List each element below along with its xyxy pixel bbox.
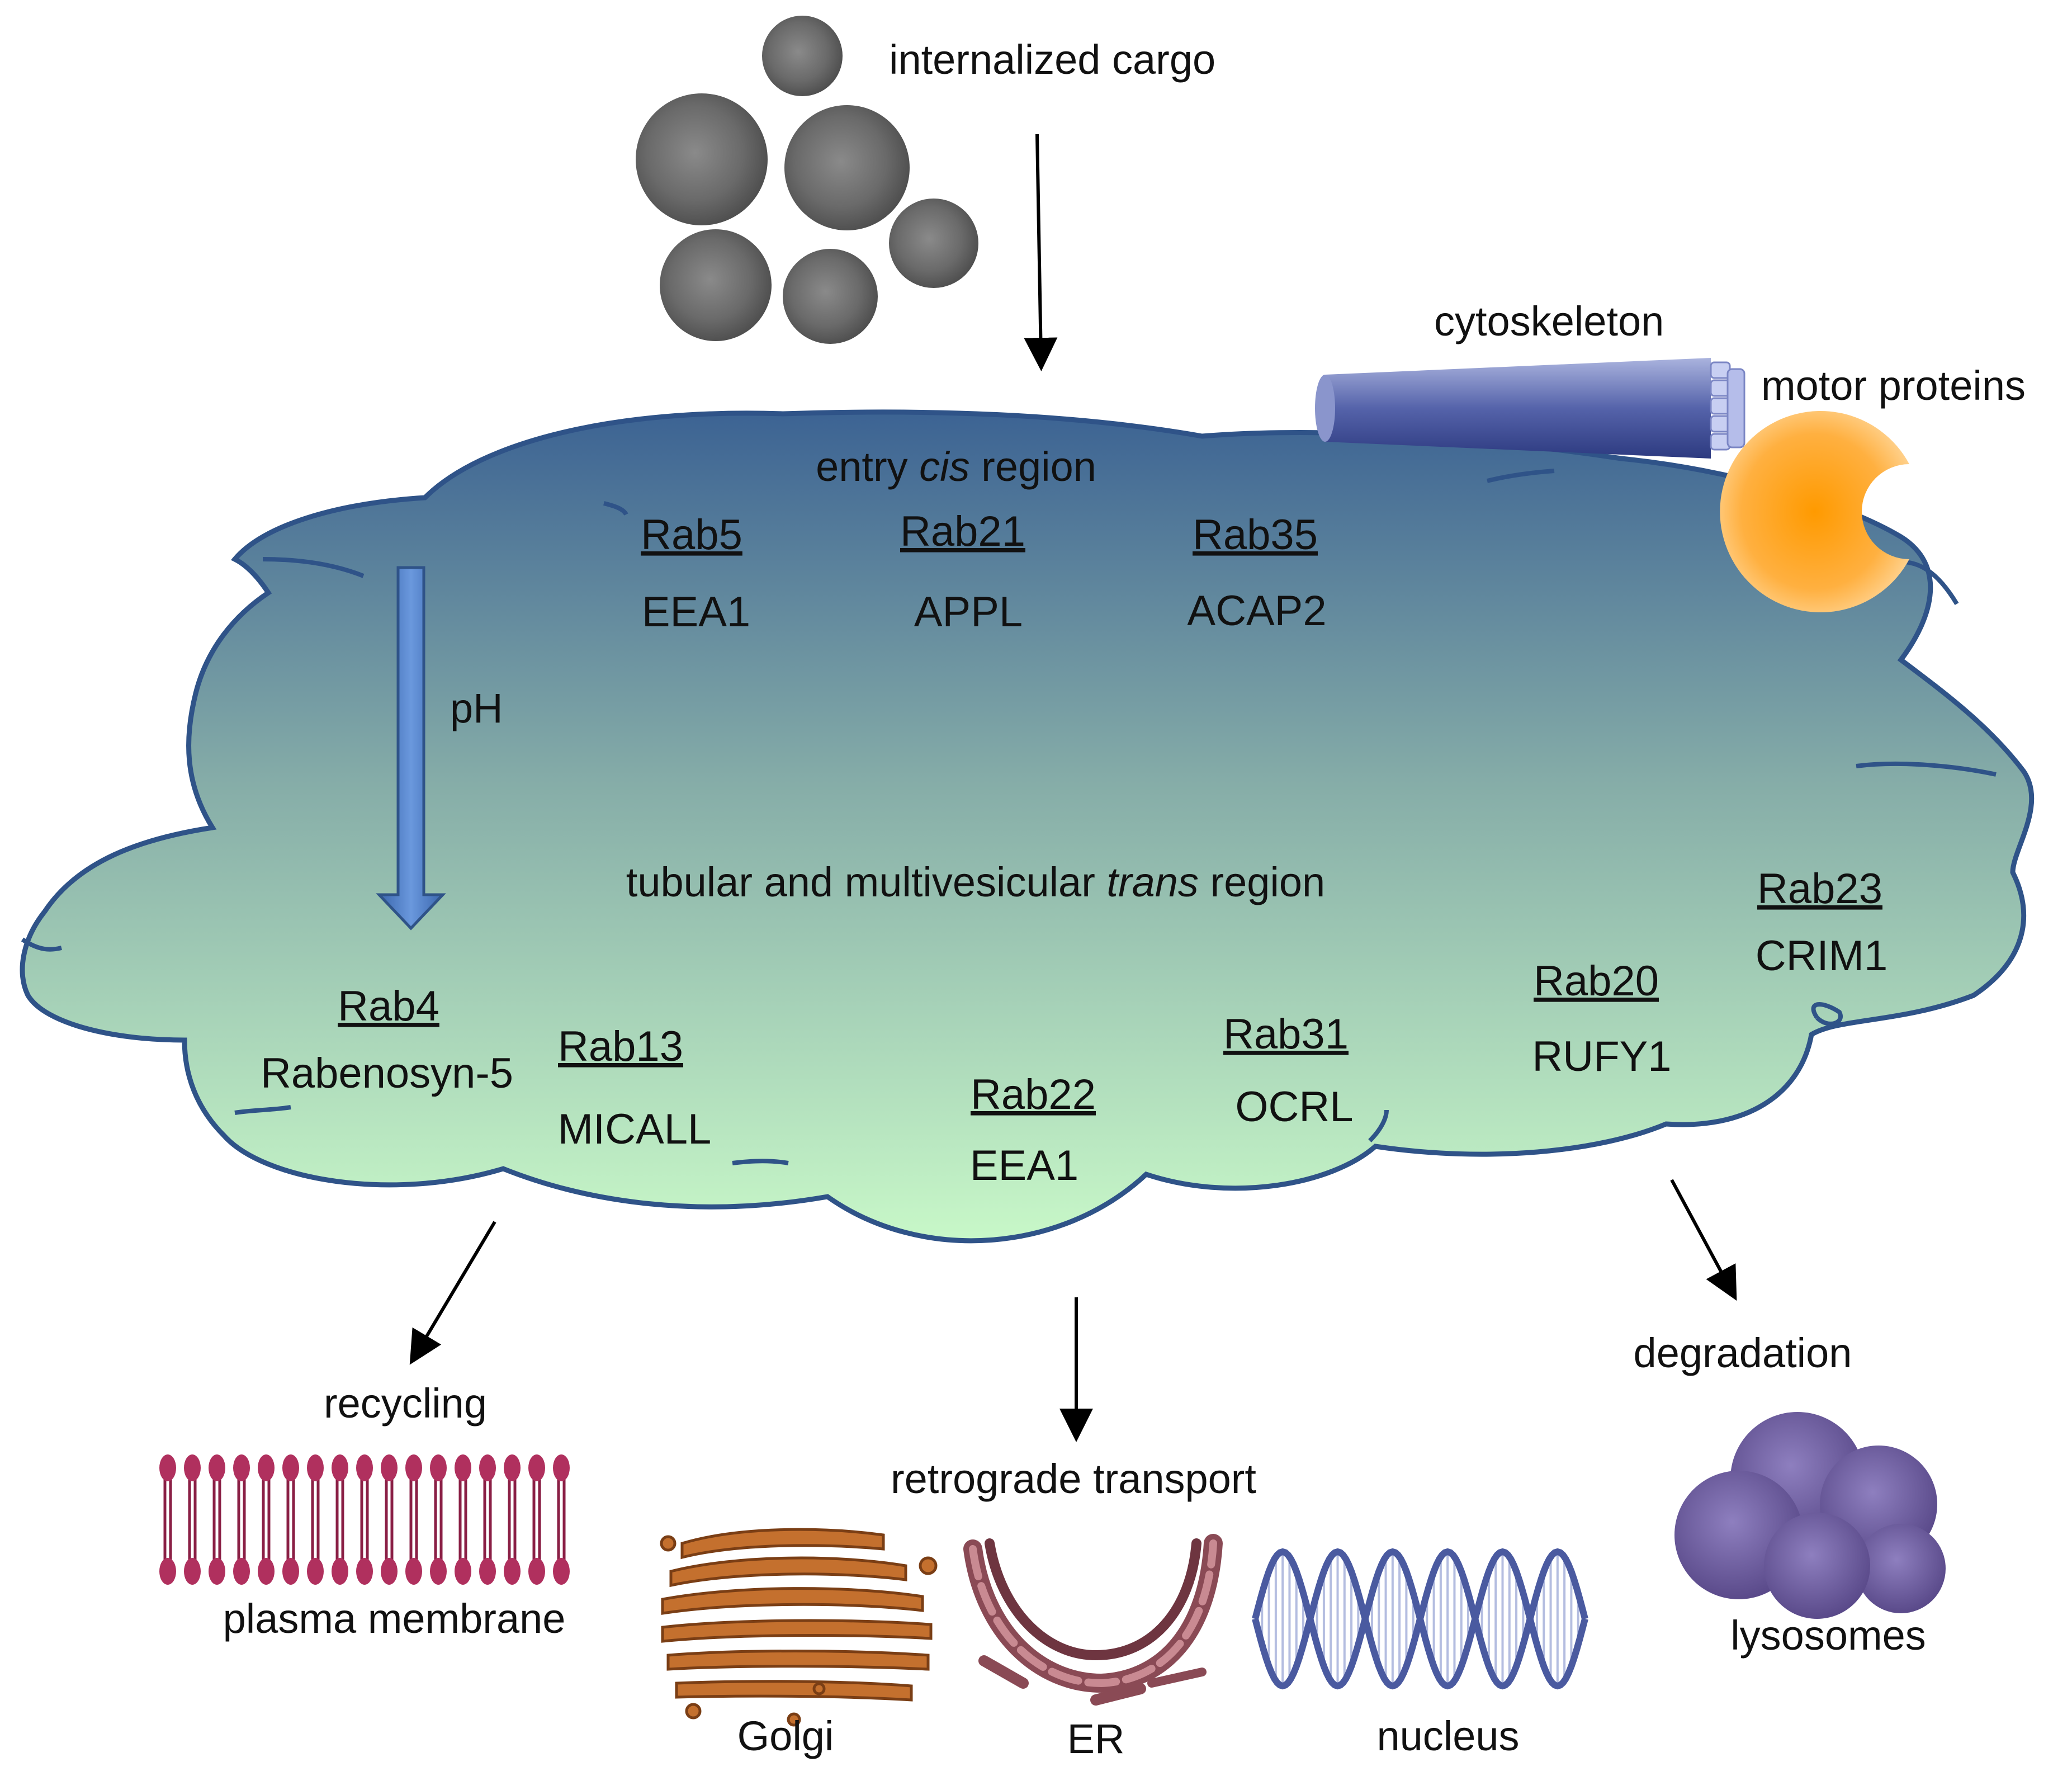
lysosomes-label: lysosomes: [1730, 1612, 1926, 1659]
plasma-membrane-label: plasma membrane: [223, 1595, 566, 1642]
er-label: ER: [1067, 1716, 1125, 1762]
er-icon: [963, 1534, 1223, 1706]
rab21-effector: APPL: [914, 588, 1023, 636]
rab20-label: Rab20: [1534, 957, 1659, 1005]
motor-proteins-label: motor proteins: [1761, 362, 2026, 409]
ph-gradient-arrow: [376, 566, 446, 930]
retrograde-transport-label: retrograde transport: [891, 1456, 1256, 1502]
golgi-icon: [660, 1528, 938, 1727]
recycling-arrow: [409, 1221, 496, 1365]
rab23-label: Rab23: [1757, 865, 1882, 913]
nucleus-label: nucleus: [1376, 1713, 1519, 1759]
cytoskeleton-filament: [1315, 358, 1745, 459]
phospholipid: [405, 1454, 422, 1585]
rab31-effector: OCRL: [1235, 1083, 1353, 1131]
phospholipid: [209, 1454, 225, 1585]
golgi-label: Golgi: [737, 1713, 834, 1759]
phospholipid: [282, 1454, 299, 1585]
cytoskeleton-label: cytoskeleton: [1434, 298, 1664, 344]
phospholipid: [455, 1454, 471, 1585]
phospholipid: [479, 1454, 496, 1585]
rab4-label: Rab4: [338, 983, 439, 1030]
rab13-effector: MICALL: [558, 1106, 712, 1153]
phospholipid: [159, 1454, 176, 1585]
phospholipid: [356, 1454, 373, 1585]
rab22-label: Rab22: [971, 1071, 1096, 1118]
phospholipid: [233, 1454, 250, 1585]
membrane-flaps: [21, 469, 1997, 1165]
rab20-effector: RUFY1: [1532, 1033, 1671, 1080]
lysosomes-icon: [1674, 1412, 1946, 1619]
rab35-label: Rab35: [1193, 511, 1318, 559]
rab31-label: Rab31: [1223, 1010, 1349, 1058]
phospholipid: [504, 1454, 521, 1585]
rab5-effector: EEA1: [642, 588, 750, 636]
phospholipid: [553, 1454, 570, 1585]
internalized-cargo-label: internalized cargo: [889, 36, 1215, 83]
degradation-arrow: [1670, 1179, 1737, 1301]
phospholipid: [307, 1454, 324, 1585]
cargo-entry-arrow: [1024, 134, 1058, 371]
degradation-label: degradation: [1634, 1330, 1852, 1376]
dna-helix-icon: [1252, 1548, 1588, 1690]
recycling-label: recycling: [324, 1380, 487, 1427]
endosome-body: [20, 409, 2035, 1244]
ph-label: pH: [450, 685, 503, 731]
entry-cis-region-label: entry cis region: [816, 443, 1096, 490]
phospholipid: [332, 1454, 348, 1585]
phospholipid: [184, 1454, 201, 1585]
rab4-effector: Rabenosyn-5: [261, 1050, 513, 1097]
phospholipid: [258, 1454, 275, 1585]
trans-region-label: tubular and multivesicular trans region: [626, 859, 1325, 905]
motor-protein: [1720, 411, 1909, 612]
rab22-effector: EEA1: [970, 1142, 1078, 1189]
rab13-label: Rab13: [558, 1023, 683, 1070]
rab23-effector: CRIM1: [1756, 932, 1887, 980]
phospholipid: [381, 1454, 398, 1585]
internalized-cargo-particles: [636, 16, 978, 344]
rab21-label: Rab21: [900, 508, 1025, 555]
plasma-membrane-bilayer: [159, 1454, 570, 1585]
rab5-label: Rab5: [641, 511, 742, 559]
phospholipid: [430, 1454, 447, 1585]
phospholipid: [528, 1454, 545, 1585]
rab35-effector: ACAP2: [1187, 587, 1326, 635]
